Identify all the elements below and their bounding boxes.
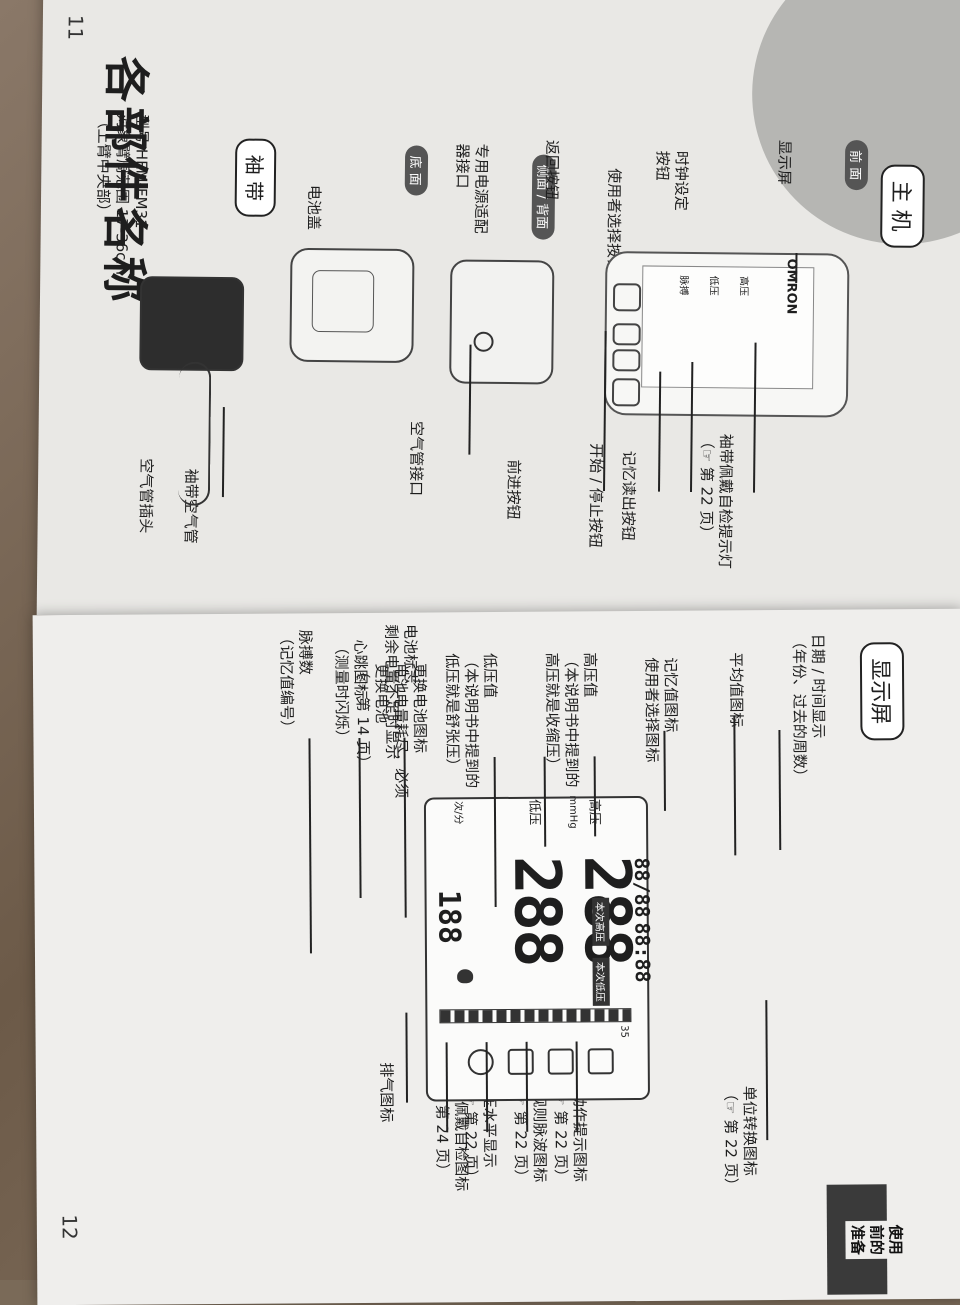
- heart-icon: [457, 969, 474, 984]
- device-user-button[interactable]: [612, 283, 642, 312]
- label-dia-value: 低压值 （本说明书中提到的 低压就是舒张压）: [442, 652, 500, 789]
- lcd-date: 88/88: [629, 857, 655, 918]
- air-jack-port: [473, 331, 494, 352]
- label-model: 型号 HEM-FM31 对象臂周范围 17-36cm （上臂中央部）: [93, 113, 152, 276]
- leader-line: [603, 331, 607, 492]
- label-cuff-indicator: 袖带佩戴自检提示灯 （☞ 第 22 页）: [697, 433, 736, 569]
- label-date-time: 日期 / 时间显示 （年份、过去的周数）: [789, 633, 828, 784]
- lcd-panel: 288 288 188 88/88 88:88 高压 低压 mmHg 次/分 本…: [423, 795, 655, 1102]
- label-avg-icon: 平均值图标: [726, 652, 746, 728]
- device-bottom: [289, 247, 415, 364]
- decorative-circle: [750, 0, 960, 246]
- device-front: OMRON 高压 低压 脉搏: [603, 251, 850, 418]
- leader-line: [765, 1000, 769, 1141]
- leader-line: [405, 1012, 409, 1103]
- lcd-unit: mmHg: [567, 795, 579, 829]
- battery-cover-shape: [311, 269, 375, 333]
- section-cuff: 袖 带: [234, 138, 277, 218]
- leader-line: [690, 361, 694, 492]
- lcd-dia-label: 低压: [526, 799, 542, 826]
- page-number: 12: [57, 1214, 82, 1240]
- irregular-icon: [547, 1048, 574, 1075]
- section-bottom: 底 面: [404, 145, 429, 196]
- device-start-button[interactable]: [611, 378, 641, 407]
- lcd-scale: 35: [618, 1025, 630, 1039]
- label-battery-icon: 电池标志 剩余电量不足时显示: [382, 624, 420, 760]
- device-dia-label: 低压: [707, 275, 719, 296]
- leader-line: [468, 344, 472, 455]
- section-main-unit: 主 机: [880, 164, 925, 248]
- device-sys-label: 高压: [737, 275, 749, 297]
- cuff-check-icon: [507, 1048, 534, 1075]
- device-forward-button[interactable]: [612, 349, 641, 372]
- lcd-level-bar: [439, 1008, 632, 1024]
- label-adapter-jack: 专用电源适配 器接口: [453, 143, 491, 234]
- label-unit-icon: 单位转换图标 （☞ 第 22 页）: [721, 1085, 759, 1193]
- label-clock-set: 时钟设定 按钮: [653, 150, 691, 211]
- leader-line: [221, 407, 225, 498]
- deflate-icon: [467, 1049, 494, 1076]
- page-11: 11 各部件名称 主 机 前 面 侧面 / 背面 底 面 袖 带 显示屏 时钟设…: [36, 0, 960, 625]
- label-deflate-icon: 排气图标: [377, 1062, 396, 1123]
- label-start-stop: 开始 / 停止按钮: [586, 443, 606, 548]
- device-side: [449, 259, 555, 385]
- leader-line: [778, 730, 782, 851]
- leader-line: [752, 342, 757, 493]
- lcd-dia-digits: 288: [499, 855, 574, 966]
- label-sys-value: 高压值 （本说明书中提到的 高压就是收缩压）: [542, 652, 600, 788]
- lcd-current-sys: 本次高压: [592, 897, 610, 946]
- label-pulse-value: 脉搏数 （记忆值编号）: [277, 629, 315, 736]
- page-title: 显示屏: [859, 642, 905, 741]
- label-battery-cover: 电池盖: [304, 184, 324, 231]
- label-memory-button: 记忆读出按钮: [618, 450, 638, 541]
- label-memory-icon: 记忆值图标 使用者选择图标: [642, 657, 680, 763]
- label-display: 显示屏: [775, 139, 794, 186]
- leader-line: [658, 371, 662, 492]
- device-back-button[interactable]: [612, 323, 641, 346]
- lcd-pulse-digits: 188: [431, 889, 467, 945]
- label-heart-icon: 心跳图标 （测量时闪烁）: [332, 639, 370, 745]
- page-number: 11: [63, 14, 88, 41]
- motion-icon: [587, 1048, 614, 1075]
- label-air-jack: 空气管接口: [406, 420, 426, 497]
- lcd-current-dia: 本次低压: [592, 957, 610, 1006]
- label-back-button: 返回按钮: [542, 139, 562, 201]
- leader-line: [733, 715, 737, 856]
- label-forward-button: 前进按钮: [504, 459, 523, 520]
- section-front: 前 面: [844, 139, 869, 191]
- page-12: 12 显示屏 使用 前的 准备 日期 / 时间显示 （年份、过去的周数） 平均值…: [32, 608, 960, 1305]
- leader-line: [308, 738, 312, 954]
- device-pulse-label: 脉搏: [677, 275, 689, 296]
- leader-line: [795, 253, 798, 284]
- side-tab-label: 使用 前的 准备: [845, 1220, 907, 1260]
- cuff-tube: [177, 361, 212, 506]
- cuff-illustration: [139, 276, 245, 372]
- label-air-plug: 空气管插头: [136, 458, 156, 534]
- device-screen: OMRON 高压 低压 脉搏: [641, 258, 815, 390]
- lcd-pulse-unit: 次/分: [452, 801, 464, 825]
- lcd-time: 88:88: [630, 922, 655, 983]
